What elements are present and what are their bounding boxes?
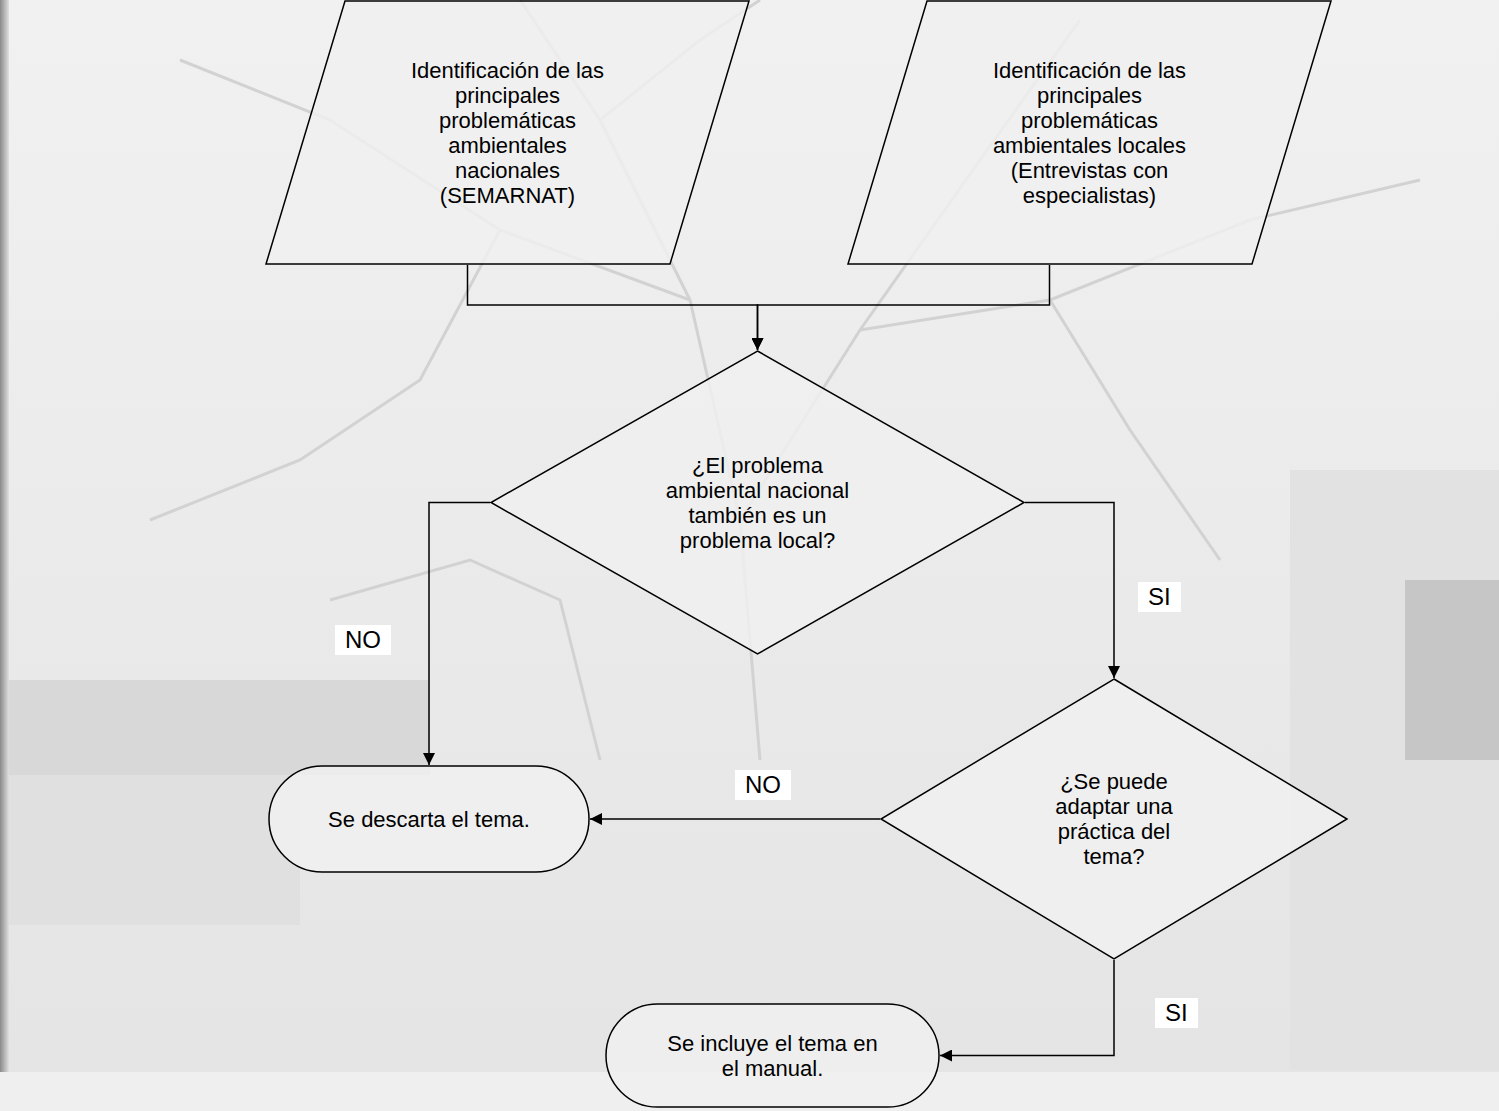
flow-connector [468,265,758,350]
node-text: ¿Se puede adaptar una práctica del tema? [1044,769,1184,869]
flow-connector [429,503,490,766]
branch-label: SI [1155,998,1198,1028]
flow-connector [758,265,1050,350]
node-text: Se descarta el tema. [309,807,549,832]
branch-label: NO [735,770,791,800]
input-parallelogram [848,1,1331,264]
node-text: Identificación de las principales proble… [398,58,618,208]
node-text: ¿El problema ambiental nacional también … [655,453,860,553]
input-parallelogram [266,1,749,264]
left-building-roof [0,680,430,775]
decision-node: ¿Se puede adaptar una práctica del tema? [880,678,1348,960]
input-node: Identificación de las principales proble… [847,0,1332,265]
left-fence [0,775,300,925]
branch [1050,300,1220,560]
terminal-shape [269,766,589,872]
terminal-node: Se incluye el tema en el manual. [605,1003,940,1108]
branch [150,230,500,520]
left-edge-bar [0,0,9,1111]
decision-diamond [881,679,1347,959]
terminal-shape [606,1004,939,1107]
terminal-node: Se descarta el tema. [268,765,590,873]
node-text: Se incluye el tema en el manual. [663,1031,883,1081]
branch-label: SI [1138,582,1181,612]
flow-connector [1025,503,1114,679]
right-building [1290,470,1499,1070]
input-node: Identificación de las principales proble… [265,0,750,265]
right-building-window [1405,580,1499,760]
flow-connector [590,818,880,820]
tree-branches [150,0,1420,760]
decision-node: ¿El problema ambiental nacional también … [490,350,1025,655]
flow-connector [940,960,1114,1056]
decision-diamond [491,351,1024,654]
branch-label: NO [335,625,391,655]
node-text: Identificación de las principales proble… [980,58,1200,208]
